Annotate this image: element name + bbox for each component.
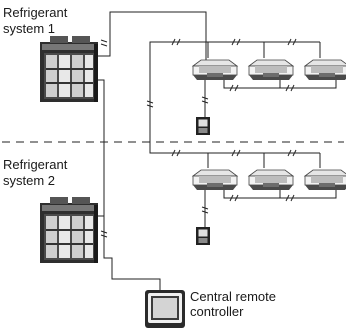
ceiling-cassette-icon (304, 59, 346, 81)
transmission-wiring (98, 11, 337, 290)
system1-label-line2: system 1 (3, 21, 55, 36)
central-remote-label-line2: controller (190, 304, 244, 319)
ceiling-cassette-icon (304, 169, 346, 191)
outdoor-unit-icon (39, 196, 99, 264)
ceiling-cassette-icon (248, 169, 294, 191)
ceiling-cassette-icon (192, 59, 238, 81)
central-remote-controller-icon (145, 290, 185, 328)
remote-controller-icon (196, 117, 210, 135)
system1-label-line1: Refrigerant (3, 5, 68, 20)
central-remote-label-line1: Central remote (190, 289, 276, 304)
ceiling-cassette-icon (248, 59, 294, 81)
ceiling-cassette-icon (192, 169, 238, 191)
system2-label-line2: system 2 (3, 173, 55, 188)
outdoor-unit-icon (39, 35, 99, 103)
system2-label-line1: Refrigerant (3, 157, 68, 172)
remote-controller-icon (196, 227, 210, 245)
